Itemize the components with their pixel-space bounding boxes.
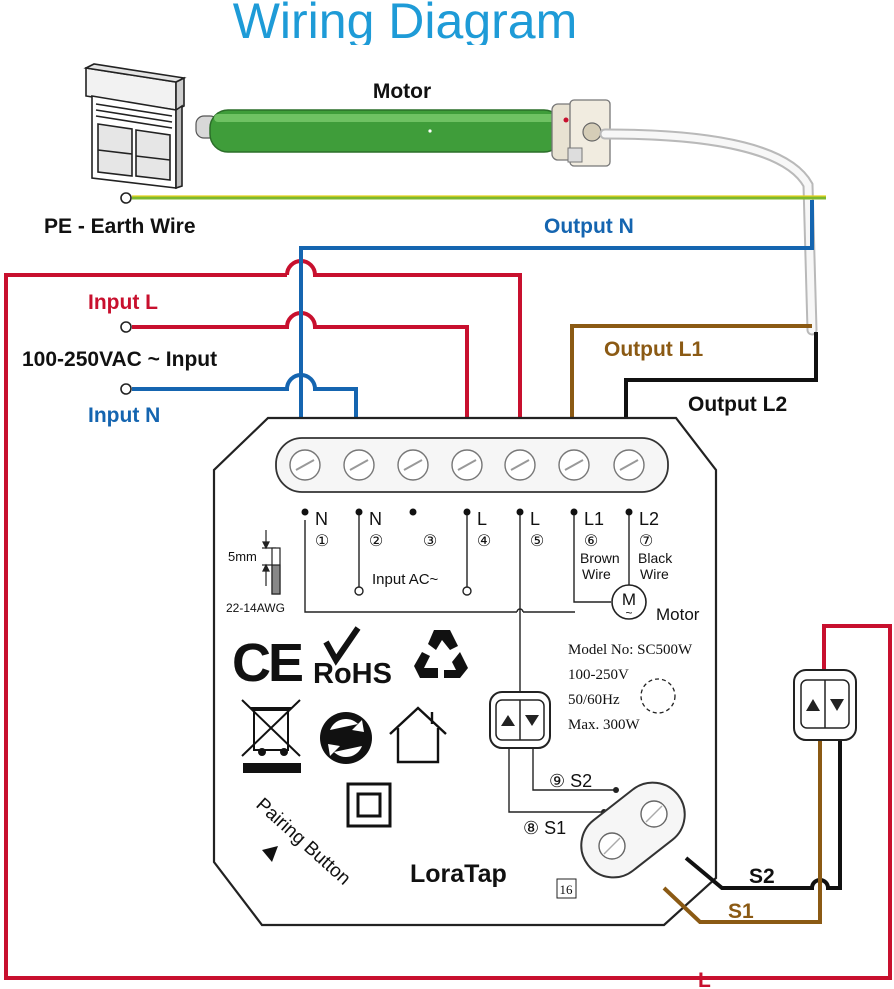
s2-terminal-label: ⑨ S2 — [549, 771, 592, 791]
terminal-number: ⑤ — [530, 531, 544, 550]
terminal-number: ② — [369, 531, 383, 550]
terminal-letter: L — [530, 509, 540, 529]
terminal-number: ⑥ — [584, 531, 598, 550]
terminal-dot — [355, 508, 363, 516]
spec-line: 50/60Hz — [568, 692, 620, 708]
output-n-wire — [299, 200, 814, 418]
terminal-dot — [625, 508, 633, 516]
awg-label: 22-14AWG — [226, 601, 285, 615]
spec-line: 100-250V — [568, 667, 629, 683]
input-n-wire — [132, 373, 358, 418]
indoor-use-house-icon — [389, 706, 447, 764]
terminal-screws — [289, 449, 645, 481]
double-insulation-icon — [346, 782, 392, 828]
outer-l-wire — [4, 273, 892, 980]
output-n-label: Output N — [544, 215, 634, 238]
ce-mark: CE — [232, 633, 302, 693]
terminal-letter: L1 — [584, 509, 604, 529]
s2-wire-label: S2 — [749, 865, 775, 888]
brown-wire-label-2: Wire — [582, 566, 611, 582]
s1-terminal-label: ⑧ S1 — [523, 818, 566, 838]
input-l-label: Input L — [88, 291, 158, 314]
terminal-letter: N — [315, 509, 328, 529]
rohs-mark: RoHS — [313, 658, 392, 690]
input-ac-label: Input AC~ — [372, 571, 439, 588]
terminal-number: ① — [315, 531, 329, 550]
spec-line: Max. 300W — [568, 717, 640, 733]
input-n-label: Input N — [88, 404, 160, 427]
earth-terminal — [120, 192, 132, 204]
black-wire-label-2: Wire — [640, 566, 669, 582]
spec-line: Model No: SC500W — [568, 642, 693, 658]
roller-shutter-icon — [83, 63, 187, 190]
recycle-icon — [414, 630, 468, 678]
terminal-letter: L — [477, 509, 487, 529]
pairing-button-arrow[interactable] — [262, 846, 278, 862]
terminal-dot — [301, 508, 309, 516]
brown-wire-label-1: Brown — [580, 550, 620, 566]
terminal-dot — [570, 508, 578, 516]
terminal-dot — [463, 508, 471, 516]
dashed-circle-mark — [640, 678, 676, 714]
input-voltage-label: 100-250VAC ~ Input — [22, 348, 217, 371]
terminal-number: ④ — [477, 531, 491, 550]
black-wire-label-1: Black — [638, 550, 673, 566]
motor-text: Motor — [656, 605, 700, 624]
switch-terminal-block — [580, 781, 686, 879]
strip-length-icon — [262, 530, 281, 595]
l-wire-label: L — [698, 969, 711, 989]
rohs-check-icon — [323, 626, 361, 666]
terminal-letter: N — [369, 509, 382, 529]
strip-length-label: 5mm — [228, 549, 257, 564]
motor-symbol-tilde: ~ — [625, 606, 632, 620]
diagram-title: Wiring Diagram — [233, 0, 578, 49]
motor-symbol-letter: M — [622, 590, 636, 609]
s1-wire-label: S1 — [728, 900, 754, 923]
terminal-letter: L2 — [639, 509, 659, 529]
motor-symbol — [611, 584, 647, 620]
output-l1-label: Output L1 — [604, 338, 703, 361]
terminal-dot — [516, 508, 524, 516]
output-l2-label: Output L2 — [688, 393, 787, 416]
pe-earth-label: PE - Earth Wire — [44, 215, 196, 238]
internal-switch — [489, 691, 551, 749]
output-l1-wire — [570, 324, 812, 418]
green-dot-icon — [320, 712, 372, 764]
motor-label: Motor — [373, 80, 431, 103]
s1-wire — [662, 738, 822, 924]
terminal-number: ⑦ — [639, 531, 653, 550]
terminal-dot — [409, 508, 417, 516]
wall-switch — [793, 669, 857, 741]
terminal-number: ③ — [423, 531, 437, 550]
brand-label: LoraTap — [410, 860, 507, 888]
weee-bin-icon — [241, 699, 301, 773]
output-l2-wire — [624, 332, 818, 418]
tubular-motor — [195, 99, 611, 167]
mark-16: 16 — [560, 882, 574, 897]
